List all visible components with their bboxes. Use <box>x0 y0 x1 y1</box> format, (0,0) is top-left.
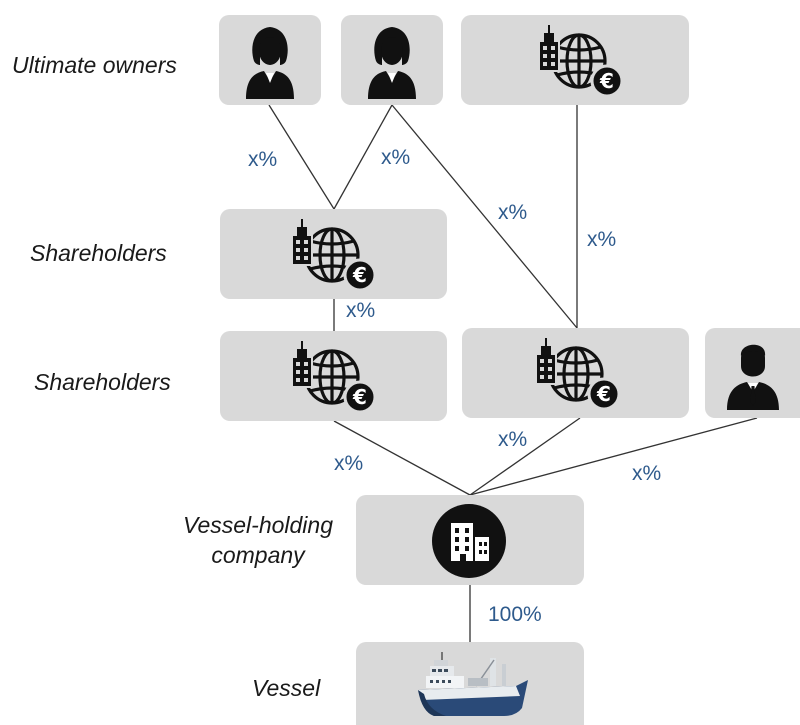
shareholder-box-1: € <box>220 209 447 299</box>
pct-holding-vessel: 100% <box>488 603 542 626</box>
corporate-globe-euro-icon: € <box>291 341 377 414</box>
edge-sh2a-holding <box>333 420 471 496</box>
office-building-icon <box>432 504 506 578</box>
businessman-icon <box>727 344 779 410</box>
svg-text:€: € <box>599 69 614 93</box>
pct-sh2b-holding: x% <box>498 428 528 451</box>
pct-person-holding: x% <box>632 462 662 485</box>
vessel-box <box>356 642 584 725</box>
label-shareholders-2: Shareholders <box>34 369 171 395</box>
pct-sh2a-holding: x% <box>334 452 364 475</box>
label-vessel-holding-line1: Vessel-holding <box>182 512 334 538</box>
corporate-globe-euro-icon: € <box>535 338 621 411</box>
fishing-vessel-icon <box>418 652 528 716</box>
owner-box-2 <box>341 15 443 105</box>
label-shareholders-1: Shareholders <box>30 240 167 266</box>
holding-company-box <box>356 495 584 585</box>
edge-sh2b-holding <box>469 417 581 496</box>
businesswoman-icon <box>246 27 294 99</box>
label-vessel: Vessel <box>252 675 321 701</box>
pct-sh1-sh2a: x% <box>346 299 376 322</box>
edge-owner1-sh1 <box>268 104 335 210</box>
svg-text:€: € <box>596 382 611 406</box>
label-vessel-holding-line2: company <box>211 542 305 568</box>
owner-box-3: € <box>461 15 689 105</box>
pct-owner2-sh1: x% <box>381 146 411 169</box>
shareholder-box-2a: € <box>220 331 447 421</box>
shareholder-box-2b: € <box>462 328 689 418</box>
corporate-globe-euro-icon: € <box>291 219 377 292</box>
pct-corp-sh2b: x% <box>587 228 617 251</box>
edge-person-holding <box>469 417 758 496</box>
label-vessel-holding: Vessel-holding company <box>168 510 348 570</box>
svg-text:€: € <box>352 263 367 287</box>
pct-owner2-sh2b: x% <box>498 201 528 224</box>
businesswoman-icon <box>368 27 416 99</box>
svg-text:€: € <box>352 385 367 409</box>
pct-owner1-sh1: x% <box>248 148 278 171</box>
edge-owner2-sh1 <box>333 104 393 210</box>
owner-box-1 <box>219 15 321 105</box>
shareholder-box-2c <box>705 328 800 418</box>
label-ultimate-owners: Ultimate owners <box>12 52 177 78</box>
edge-owner2-sh2b <box>391 104 578 329</box>
corporate-globe-euro-icon: € <box>538 25 624 98</box>
